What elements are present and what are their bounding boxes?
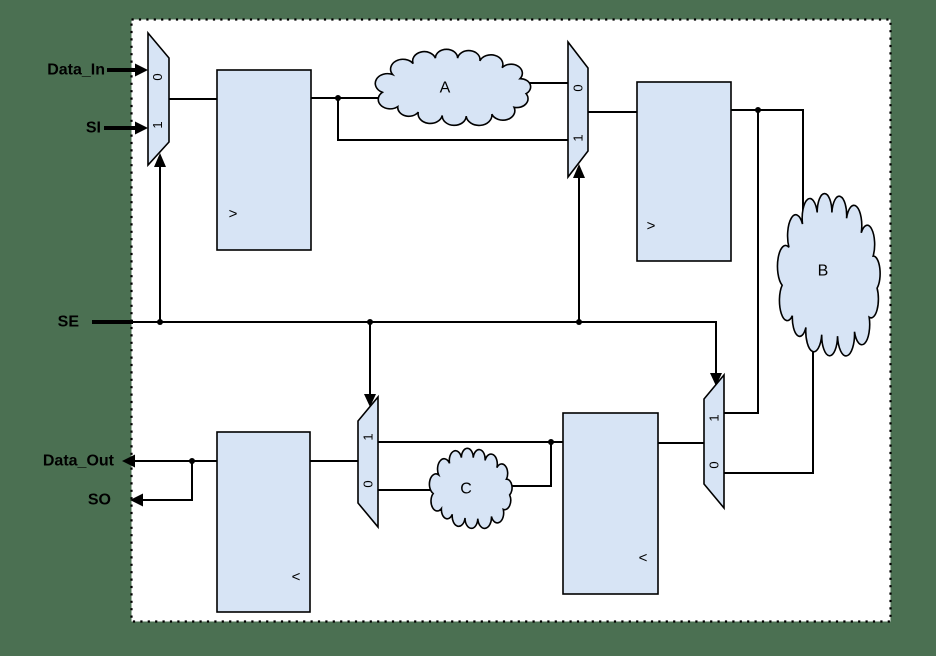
cloud-c-label: C: [460, 481, 472, 498]
wire-se-main: [93, 321, 717, 374]
cloud-a-shape: [375, 49, 530, 125]
wire-ff4-branch-to-cloud-c: [505, 442, 552, 487]
cloud-a-label: A: [440, 80, 451, 97]
mux4-input-1-label: 1: [707, 414, 722, 421]
mux2-select-arrowhead: [573, 164, 585, 178]
so-label: SO: [88, 492, 111, 509]
cloud-b-label: B: [818, 263, 829, 280]
so-arrowhead: [130, 493, 143, 507]
si-label: SI: [86, 120, 101, 137]
junction-dot: [157, 319, 163, 325]
data-in-arrowhead: [135, 63, 148, 77]
mux1-select-arrowhead: [154, 153, 166, 167]
mux2-input-1-label: 1: [571, 134, 586, 141]
ff-top-left-clock-icon: >: [229, 206, 238, 223]
arrowheads: [122, 63, 722, 507]
data-in-label: Data_In: [47, 62, 105, 79]
mux4-select-arrowhead: [710, 373, 722, 386]
wire-branch-to-so: [134, 461, 193, 501]
wires: [92, 68, 814, 501]
flip-flop-bottom-left: [216, 431, 311, 613]
cloud-c-shape: [429, 448, 512, 528]
ff-bottom-left-clock-icon: <: [292, 569, 301, 586]
junction-dots: [157, 95, 761, 464]
junction-dot: [755, 107, 761, 113]
flip-flop-top-right: [636, 81, 732, 262]
mux3-input-1-label: 1: [361, 433, 376, 440]
mux-bottom-right: [703, 372, 725, 511]
mux-top-left: [147, 30, 170, 168]
mux-top-right: [567, 39, 589, 180]
wire-ff2-branch-to-mux4-one: [724, 110, 759, 414]
wire-cloud-b-to-mux4-zero: [724, 335, 814, 474]
mux1-input-1-label: 1: [150, 121, 165, 128]
mux-bottom-middle: [357, 394, 379, 530]
junction-dot: [548, 439, 554, 445]
cloud-b-shape: [777, 194, 880, 356]
se-label: SE: [58, 314, 80, 331]
junction-dot: [189, 458, 195, 464]
flip-flop-bottom-right: [562, 412, 659, 595]
mux1-input-0-label: 0: [150, 73, 165, 80]
data-out-arrowhead: [122, 454, 135, 468]
ff-top-right-clock-icon: >: [647, 218, 656, 235]
si-arrowhead: [135, 121, 148, 135]
mux2-input-0-label: 0: [571, 84, 586, 91]
mux4-input-0-label: 0: [707, 461, 722, 468]
wire-ff1-branch-to-mux2-one: [337, 98, 568, 141]
data-out-label: Data_Out: [43, 453, 115, 470]
mux3-input-0-label: 0: [361, 480, 376, 487]
junction-dot: [335, 95, 341, 101]
junction-dot: [576, 319, 582, 325]
mux3-select-arrowhead: [364, 394, 376, 407]
flip-flop-top-left: [216, 69, 312, 251]
junction-dot: [367, 319, 373, 325]
ff-bottom-right-clock-icon: <: [639, 550, 648, 567]
